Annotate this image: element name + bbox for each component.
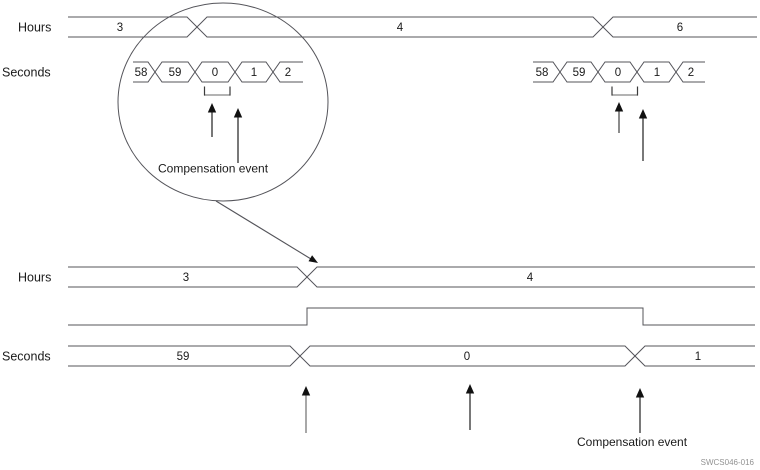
top-compensation-event-label: Compensation event	[158, 162, 269, 176]
bottom-compensation-event-label: Compensation event	[577, 435, 688, 449]
seconds-value: 2	[285, 67, 291, 79]
top-seconds-bus-magnified: 58 59 0 1 2	[133, 61, 303, 83]
bottom-seconds-value: 0	[464, 351, 470, 363]
top-hours-value: 6	[677, 22, 683, 34]
top-hours-row-label: Hours	[18, 21, 51, 35]
seconds-value: 1	[251, 67, 257, 79]
compensation-interval-bracket	[203, 86, 231, 96]
up-arrow	[233, 108, 243, 163]
bottom-seconds-value: 1	[695, 351, 701, 363]
top-seconds-row-label: Seconds	[2, 66, 51, 80]
seconds-value: 58	[536, 67, 549, 79]
seconds-value: 59	[573, 67, 586, 79]
bottom-hours-bus: 3 4	[68, 266, 755, 288]
up-arrow	[207, 103, 217, 137]
seconds-value: 58	[135, 67, 148, 79]
up-arrow	[614, 102, 624, 133]
top-hours-value: 4	[397, 22, 404, 34]
bottom-seconds-row-label: Seconds	[2, 350, 51, 364]
compensation-pulse-signal	[68, 307, 755, 326]
seconds-value: 0	[615, 67, 621, 79]
seconds-value: 0	[212, 67, 218, 79]
bottom-seconds-bus: 59 0 1	[68, 345, 755, 367]
top-hours-value: 3	[117, 22, 123, 34]
bottom-hours-value: 4	[527, 272, 534, 284]
up-arrow	[638, 109, 648, 161]
seconds-value: 1	[654, 67, 660, 79]
callout-arrow	[215, 200, 318, 263]
bottom-seconds-value: 59	[177, 351, 190, 363]
seconds-value: 59	[169, 67, 182, 79]
up-arrow	[635, 388, 645, 433]
up-arrow	[301, 386, 311, 433]
magnifier-circle	[117, 2, 329, 202]
top-hours-bus: 3 4 6	[68, 16, 757, 38]
bottom-hours-row-label: Hours	[18, 271, 51, 285]
up-arrow	[465, 384, 475, 430]
figure-code: SWCS046-016	[701, 458, 755, 467]
top-seconds-bus-right: 58 59 0 1 2	[533, 61, 705, 83]
compensation-interval-bracket	[611, 86, 639, 96]
bottom-hours-value: 3	[183, 272, 189, 284]
seconds-value: 2	[688, 67, 694, 79]
